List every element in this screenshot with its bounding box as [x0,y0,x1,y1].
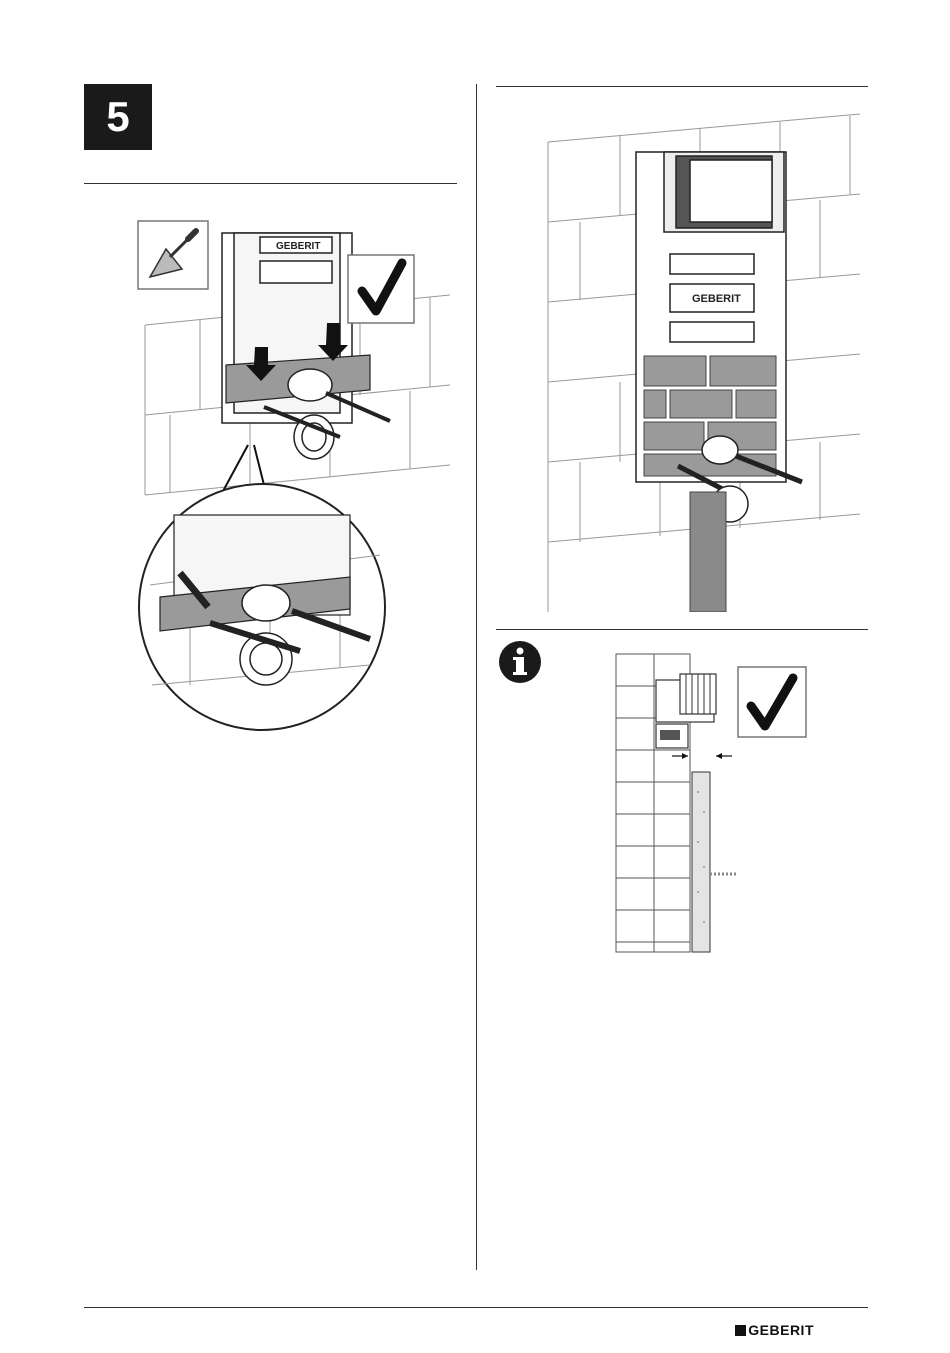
footer-brand-text: GEBERIT [748,1322,814,1338]
footer-divider [84,1307,868,1308]
frame-brand-label-right: GEBERIT [692,293,741,305]
frame-brand-label: GEBERIT [276,241,320,252]
left-installation-illustration: GEBERIT [130,215,460,745]
footer-brand-logo: GEBERIT [735,1322,814,1338]
approved-check-icon-right [737,666,807,738]
column-separator [476,84,477,1270]
info-icon [498,640,542,684]
brand-square-icon [735,1325,746,1336]
approved-check-icon [348,255,414,323]
trowel-icon [138,221,208,289]
step-number-badge: 5 [84,84,152,150]
right-top-divider [496,86,868,87]
right-middle-divider [496,629,868,630]
step-number: 5 [106,93,129,141]
detail-magnifier [139,484,385,730]
left-column-divider [84,183,457,184]
right-frame-illustration: GEBERIT [540,112,870,612]
